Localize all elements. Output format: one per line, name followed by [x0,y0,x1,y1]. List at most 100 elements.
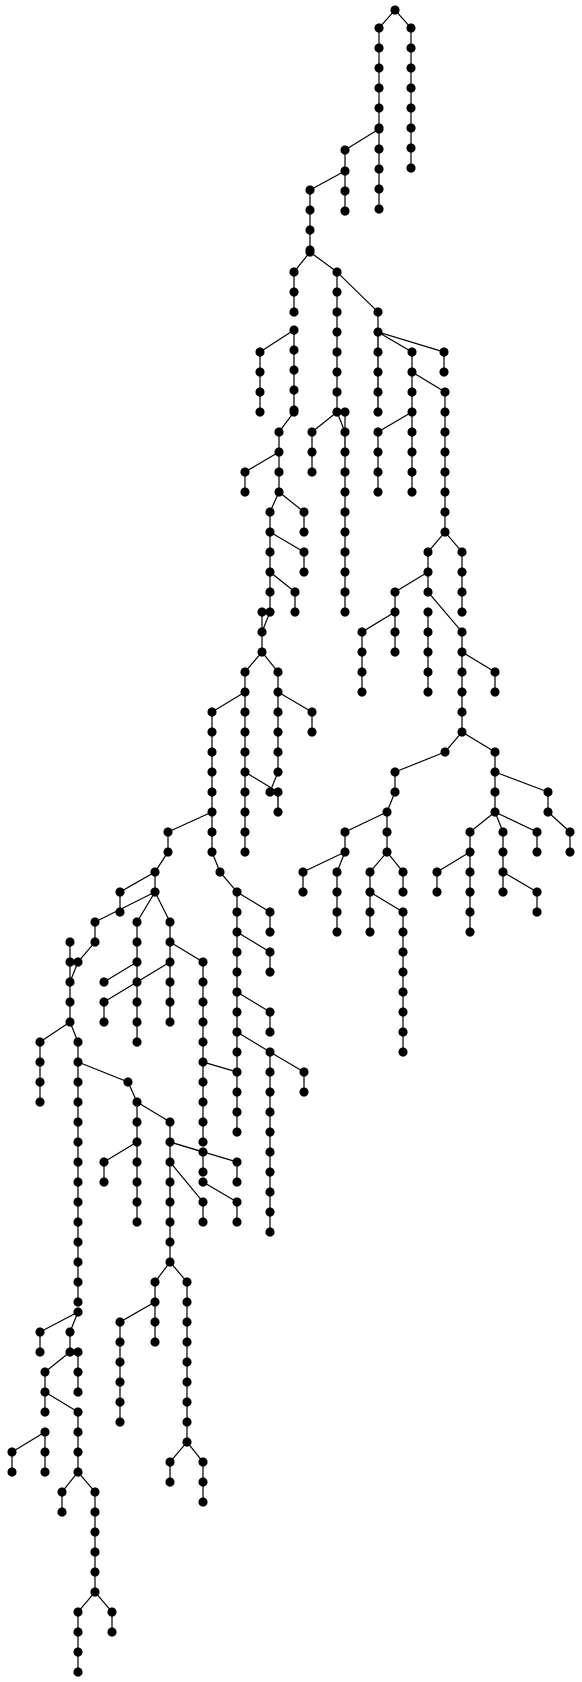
tree-edge [309,170,346,191]
tree-node [340,467,350,477]
tree-node [165,1257,175,1267]
tree-node [90,937,100,947]
tree-edge [269,571,296,593]
tree-node [440,467,450,477]
tree-edge [39,1021,71,1043]
tree-node [407,347,417,357]
tree-node [90,1487,100,1497]
tree-node [273,667,283,677]
tree-edge [119,871,156,893]
tree-edge [44,1391,79,1413]
tree-node [299,527,309,537]
tree-node [298,867,308,877]
tree-node [132,1177,142,1187]
tree-node [265,567,275,577]
tree-node [398,867,408,877]
tree-edge [344,811,388,833]
tree-node [132,977,142,987]
tree-node [373,347,383,357]
tree-node [232,907,242,917]
tree-node [407,487,417,497]
tree-node [73,1427,83,1437]
tree-node [498,847,508,857]
tree-node [232,1067,242,1077]
tree-edge [236,891,271,913]
tree-node [457,687,467,697]
tree-node [274,487,284,497]
tree-node [457,547,467,557]
tree-node [198,1037,208,1047]
tree-node [340,186,350,196]
tree-node [432,887,442,897]
tree-edge [169,941,204,963]
tree-node [289,287,299,297]
tree-node [457,707,467,717]
tree-node [40,1407,50,1417]
tree-node [273,687,283,697]
tree-edge [469,811,496,833]
tree-node [307,447,317,457]
tree-node [163,847,173,857]
tree-edge [547,811,571,833]
tree-edge [427,591,463,633]
tree-node [132,1037,142,1047]
tree-node [390,587,400,597]
tree-node [382,847,392,857]
tree-node [73,1447,83,1457]
tree-node [373,407,383,417]
tree-node [182,1317,192,1327]
tree-node [73,1307,83,1317]
tree-node [182,1357,192,1367]
tree-node [57,1487,67,1497]
tree-node [182,1417,192,1427]
tree-node [332,287,342,297]
tree-edge [167,811,213,833]
tree-node [265,1207,275,1217]
tree-node [340,847,350,857]
tree-node [65,957,75,967]
tree-node [99,1017,109,1027]
tree-node [232,1047,242,1057]
tree-node [273,787,283,797]
tree-node [90,917,100,927]
tree-node [240,767,250,777]
tree-node [73,1157,83,1167]
tree-node [255,387,265,397]
tree-node [406,143,416,153]
tree-node [265,527,275,537]
tree-node [115,1337,125,1347]
tree-node [305,185,315,195]
tree-node [374,23,384,33]
tree-node [90,1527,100,1537]
tree-node [198,1097,208,1107]
tree-node [240,467,250,477]
tree-node [65,937,75,947]
tree-node [73,1097,83,1107]
tree-node [265,1167,275,1177]
tree-node [374,103,384,113]
tree-edge [77,1061,129,1083]
tree-node [340,447,350,457]
tree-node [465,887,475,897]
tree-edge [236,991,271,1013]
tree-node [465,867,475,877]
tree-node [265,787,275,797]
tree-node [340,527,350,537]
tree-edge [361,611,396,633]
tree-node [207,827,217,837]
tree-node [232,947,242,957]
tree-node [374,164,384,174]
tree-node [198,1147,208,1157]
tree-node [99,997,109,1007]
tree-node [73,1647,83,1657]
tree-node [65,1327,75,1337]
tree-node [165,977,175,987]
tree-node [240,667,250,677]
tree-edge [154,891,171,923]
tree-node [440,747,450,757]
tree-node [423,667,433,677]
tree-node [373,387,383,397]
tree-node [232,927,242,937]
tree-node [406,83,416,93]
tree-node [265,1027,275,1037]
